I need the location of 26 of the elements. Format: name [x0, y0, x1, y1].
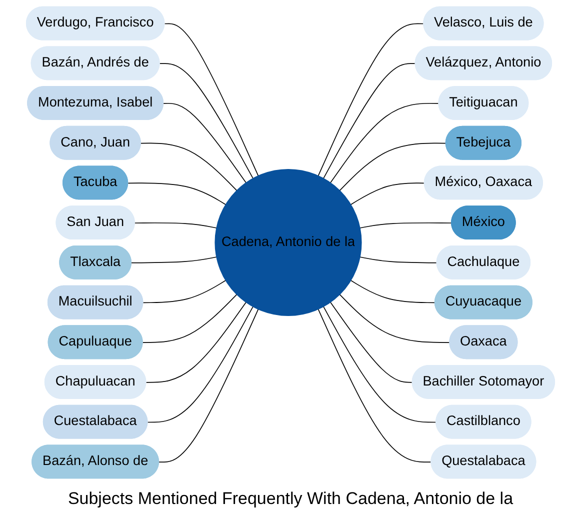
connector — [330, 102, 440, 184]
connector — [142, 280, 226, 304]
connector — [146, 302, 246, 383]
connector — [350, 182, 426, 205]
connector — [323, 63, 416, 179]
connector — [360, 256, 438, 264]
connector — [360, 222, 452, 228]
chart-title: Subjects Mentioned Frequently With Cadena, Antonio de la — [68, 489, 514, 509]
connector — [318, 23, 424, 176]
connector — [163, 102, 246, 184]
connector — [140, 142, 238, 191]
connector — [339, 142, 447, 191]
connector — [330, 302, 414, 383]
connector — [158, 308, 259, 463]
connector — [339, 294, 450, 343]
connector — [323, 306, 437, 423]
node-circle: Cadena, Antonio de la — [214, 168, 362, 316]
connector — [131, 256, 217, 264]
connector — [128, 182, 226, 205]
connector — [147, 306, 254, 423]
connector — [142, 294, 238, 343]
connector — [318, 308, 432, 463]
connector — [164, 23, 259, 176]
connector — [159, 63, 254, 179]
connector — [350, 280, 436, 304]
connector — [134, 222, 217, 228]
